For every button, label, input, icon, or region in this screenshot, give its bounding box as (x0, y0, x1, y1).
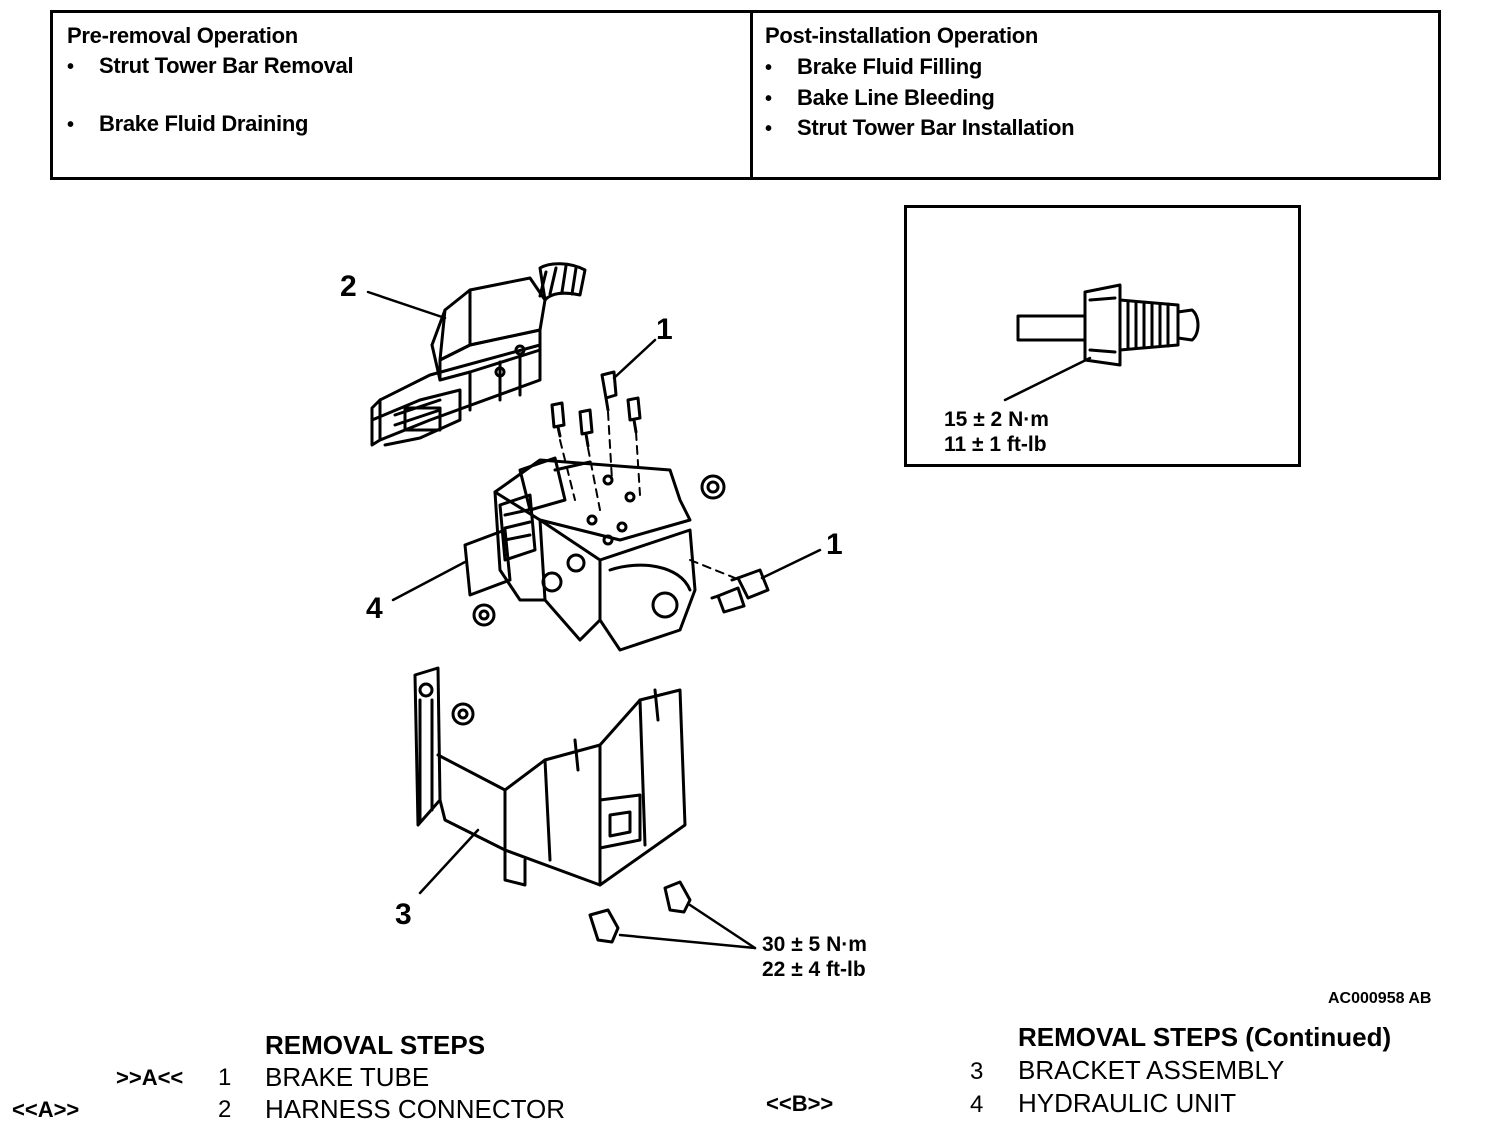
step-label: HYDRAULIC UNIT (1018, 1088, 1237, 1118)
step-label: BRACKET ASSEMBLY (1018, 1055, 1285, 1085)
callout-1: 1 (826, 528, 843, 561)
pre-removal-title: Pre-removal Operation (67, 23, 298, 48)
torque-bracket-label: 30 ± 5 N·m 22 ± 4 ft-lb (762, 933, 867, 981)
post-installation-title: Post-installation Operation (765, 23, 1039, 48)
post-installation-item: •Brake Fluid Filling (765, 54, 982, 79)
harness-connector-drawing (370, 262, 587, 447)
hydraulic-unit-drawing (463, 456, 697, 652)
brake-tube-fittings-side (689, 559, 770, 614)
figure-code: AC000958 AB (1328, 990, 1432, 1007)
pre-removal-item: •Strut Tower Bar Removal (67, 53, 354, 78)
torque-inset-label: 15 ± 2 N·m 11 ± 1 ft-lb (944, 408, 1049, 456)
pre-removal-item: •Brake Fluid Draining (67, 111, 309, 136)
leader-lines (366, 290, 1092, 950)
step-label: HARNESS CONNECTOR (265, 1094, 566, 1124)
mounting-nuts (451, 474, 726, 726)
bullet-icon: • (765, 57, 772, 79)
post-installation-item: •Strut Tower Bar Installation (765, 115, 1075, 140)
operations-table: Pre-removal Operation •Strut Tower Bar R… (50, 10, 1441, 180)
post-installation-item: •Bake Line Bleeding (765, 85, 995, 110)
removal-steps-continued-title: REMOVAL STEPS (Continued) (1018, 1022, 1392, 1052)
step-number: 4 (970, 1091, 984, 1118)
step-label: BRAKE TUBE (265, 1062, 430, 1092)
callout-4: 4 (366, 592, 383, 625)
bullet-icon: • (765, 88, 772, 110)
step-number: 3 (970, 1058, 984, 1085)
removal-steps-title: REMOVAL STEPS (265, 1030, 486, 1060)
step-mark: <<A>> (12, 1097, 80, 1122)
step-mark: >>A<< (116, 1065, 184, 1090)
callout-1: 1 (656, 313, 673, 346)
bullet-icon: • (765, 118, 772, 140)
pre-removal-column: Pre-removal Operation •Strut Tower Bar R… (67, 23, 354, 136)
callout-2: 2 (340, 270, 357, 303)
bracket-bolts (588, 880, 692, 944)
torque-detail-inset (904, 205, 1301, 467)
table-divider (750, 13, 753, 177)
step-mark: <<B>> (766, 1091, 834, 1116)
step-number: 1 (218, 1064, 232, 1091)
callout-3: 3 (395, 898, 412, 931)
bracket-assembly-drawing (413, 666, 687, 887)
brake-tube-fittings-top (550, 370, 642, 511)
step-number: 2 (218, 1096, 232, 1123)
bullet-icon: • (67, 56, 74, 78)
post-installation-column: Post-installation Operation •Brake Fluid… (765, 23, 1075, 140)
inset-flare-nut-drawing (1016, 283, 1200, 367)
bullet-icon: • (67, 114, 74, 136)
